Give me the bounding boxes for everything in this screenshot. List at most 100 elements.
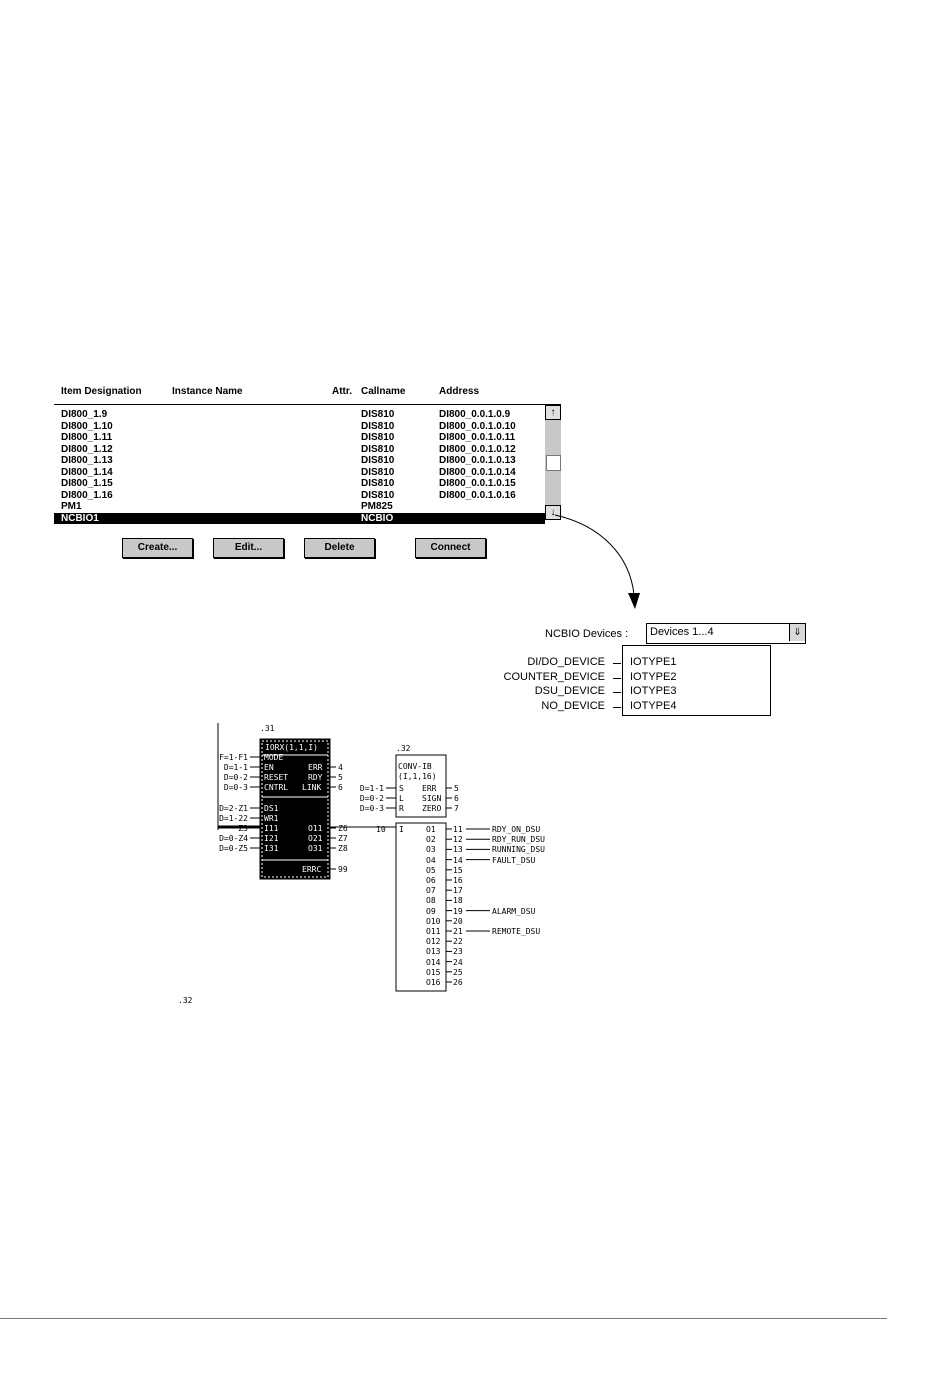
fb2-bit-pin: O14 — [426, 957, 441, 967]
fb1-output-num: 6 — [338, 783, 343, 792]
fb1-output-pin: O31 — [308, 844, 323, 853]
fb2-bit-num: 15 — [453, 865, 463, 875]
table-row[interactable]: PM1 PM825 — [54, 501, 545, 513]
fb2-bit-pin: O10 — [426, 916, 441, 926]
cell-callname: DIS810 — [361, 478, 395, 489]
connector-arrow — [554, 514, 640, 609]
device-link-line — [613, 663, 621, 664]
fb2-bit-num: 17 — [453, 886, 463, 896]
fb2-input-signal: D=0-3 — [359, 804, 384, 813]
create-button[interactable]: Create... — [122, 538, 193, 558]
cell-item: PM1 — [61, 501, 82, 512]
cell-callname: PM825 — [361, 501, 393, 512]
fb2-bit-pin: O4 — [426, 855, 436, 865]
column-header-attr[interactable]: Attr. — [332, 386, 352, 397]
cell-address: DI800_0.0.1.0.15 — [439, 478, 516, 489]
fb2-output-pin: ZERO — [422, 804, 442, 813]
column-header-item-designation[interactable]: Item Designation — [61, 386, 142, 397]
cell-callname: DIS810 — [361, 420, 395, 432]
cell-item: DI800_1.10 — [61, 420, 113, 432]
fb1-output-num: 99 — [338, 865, 348, 874]
cell-address: DI800_0.0.1.0.13 — [439, 455, 516, 466]
table-row[interactable]: DI800_1.16 DIS810 DI800_0.0.1.0.16 — [54, 490, 545, 502]
cell-item: DI800_1.12 — [61, 443, 113, 455]
fb2-reference: .32 — [396, 744, 411, 753]
fb1-input-signal: D=2-Z1 — [219, 804, 248, 813]
ncbio-devices-select[interactable]: Devices 1...4 ⇓ — [646, 623, 806, 644]
footer-divider — [0, 1318, 887, 1319]
fb2-bit-signal-name: RDY_RUN_DSU — [492, 835, 545, 845]
device-type[interactable]: IOTYPE4 — [630, 699, 677, 712]
connect-button[interactable]: Connect — [415, 538, 486, 558]
fb1-input-signal: D=1-1 — [223, 763, 248, 772]
fb1-reference: .31 — [260, 724, 275, 733]
cell-address: DI800_0.0.1.0.16 — [439, 489, 516, 501]
cell-callname: DIS810 — [361, 466, 395, 478]
device-link-line — [613, 692, 621, 693]
fb2-output-num: 6 — [454, 794, 459, 803]
device-link-line — [613, 706, 621, 708]
fb1-input-signal: D=0-Z5 — [219, 844, 248, 853]
fb2-bit-pin: O13 — [426, 947, 441, 957]
fb2-bit-pin: O5 — [426, 865, 436, 875]
fb2-bit-num: 20 — [453, 916, 463, 926]
fb2-input-signal: D=0-2 — [359, 794, 384, 803]
fb2-output-pin: ERR — [422, 784, 437, 793]
fb2-bit-pin: O6 — [426, 876, 436, 885]
fb2-bit-pin: O8 — [426, 896, 436, 906]
cell-callname: NCBIO — [361, 512, 394, 524]
fb2-bit-pin: O15 — [426, 967, 441, 977]
fb2-bit-signal-name: REMOTE_DSU — [492, 927, 541, 936]
column-header-address[interactable]: Address — [439, 386, 480, 397]
column-header-instance-name[interactable]: Instance Name — [172, 386, 243, 397]
fb1-input-signal: F=1-F1 — [219, 753, 248, 762]
table-row[interactable]: DI800_1.9 DIS810 DI800_0.0.1.0.9 — [54, 409, 545, 421]
fb2-data-in-pin: I — [399, 825, 404, 834]
fb2-bit-pin: O2 — [426, 835, 436, 845]
vertical-scrollbar[interactable]: ↑ ↓ — [545, 405, 561, 520]
delete-button[interactable]: Delete — [304, 538, 375, 558]
table-row[interactable]: DI800_1.12 DIS810 DI800_0.0.1.0.12 — [54, 444, 545, 456]
fb1-output-pin: LINK — [302, 783, 322, 792]
device-type[interactable]: IOTYPE1 — [630, 656, 677, 668]
fb2-input-signal: D=1-1 — [359, 784, 384, 793]
scrollbar-thumb[interactable] — [546, 455, 561, 471]
device-name: DI/DO_DEVICE — [527, 656, 605, 668]
scroll-up-icon[interactable]: ↑ — [545, 405, 561, 420]
table-row[interactable]: DI800_1.10 DIS810 DI800_0.0.1.0.10 — [54, 421, 545, 433]
fb1-output-pin: RDY — [308, 773, 323, 782]
cell-address: DI800_0.0.1.0.12 — [439, 443, 516, 455]
fb2-bit-num: 14 — [453, 855, 463, 865]
cell-item: DI800_1.16 — [61, 489, 113, 501]
fb1-title: IORX(1,1,I) — [265, 743, 318, 752]
fb2-bit-num: 23 — [453, 947, 463, 957]
fb2-output-num: 5 — [454, 784, 459, 793]
fb1-input-signal: D=0-3 — [223, 783, 248, 792]
page-reference: .32 — [178, 996, 193, 1005]
device-type-list[interactable] — [622, 645, 771, 716]
cell-callname: DIS810 — [361, 443, 395, 455]
fb1-input-pin: I21 — [264, 834, 279, 843]
column-header-callname[interactable]: Callname — [361, 386, 406, 397]
fb2-input-pin: R — [399, 804, 404, 813]
fb2-bit-pin: O1 — [426, 825, 436, 834]
device-type[interactable]: IOTYPE3 — [630, 685, 677, 697]
fb2-bit-pin: O7 — [426, 886, 436, 896]
cell-address: DI800_0.0.1.0.9 — [439, 409, 511, 420]
scroll-down-icon[interactable]: ↓ — [545, 505, 561, 520]
cell-item: DI800_1.9 — [61, 409, 108, 420]
cell-callname: DIS810 — [361, 489, 395, 501]
cell-callname: DIS810 — [361, 409, 395, 420]
device-type[interactable]: IOTYPE2 — [630, 670, 677, 683]
fb1-output-pin: O11 — [308, 824, 323, 833]
fb1-pins — [250, 756, 336, 870]
cell-address: DI800_0.0.1.0.10 — [439, 420, 516, 432]
edit-button[interactable]: Edit... — [213, 538, 284, 558]
dropdown-arrow-icon[interactable]: ⇓ — [789, 624, 805, 641]
